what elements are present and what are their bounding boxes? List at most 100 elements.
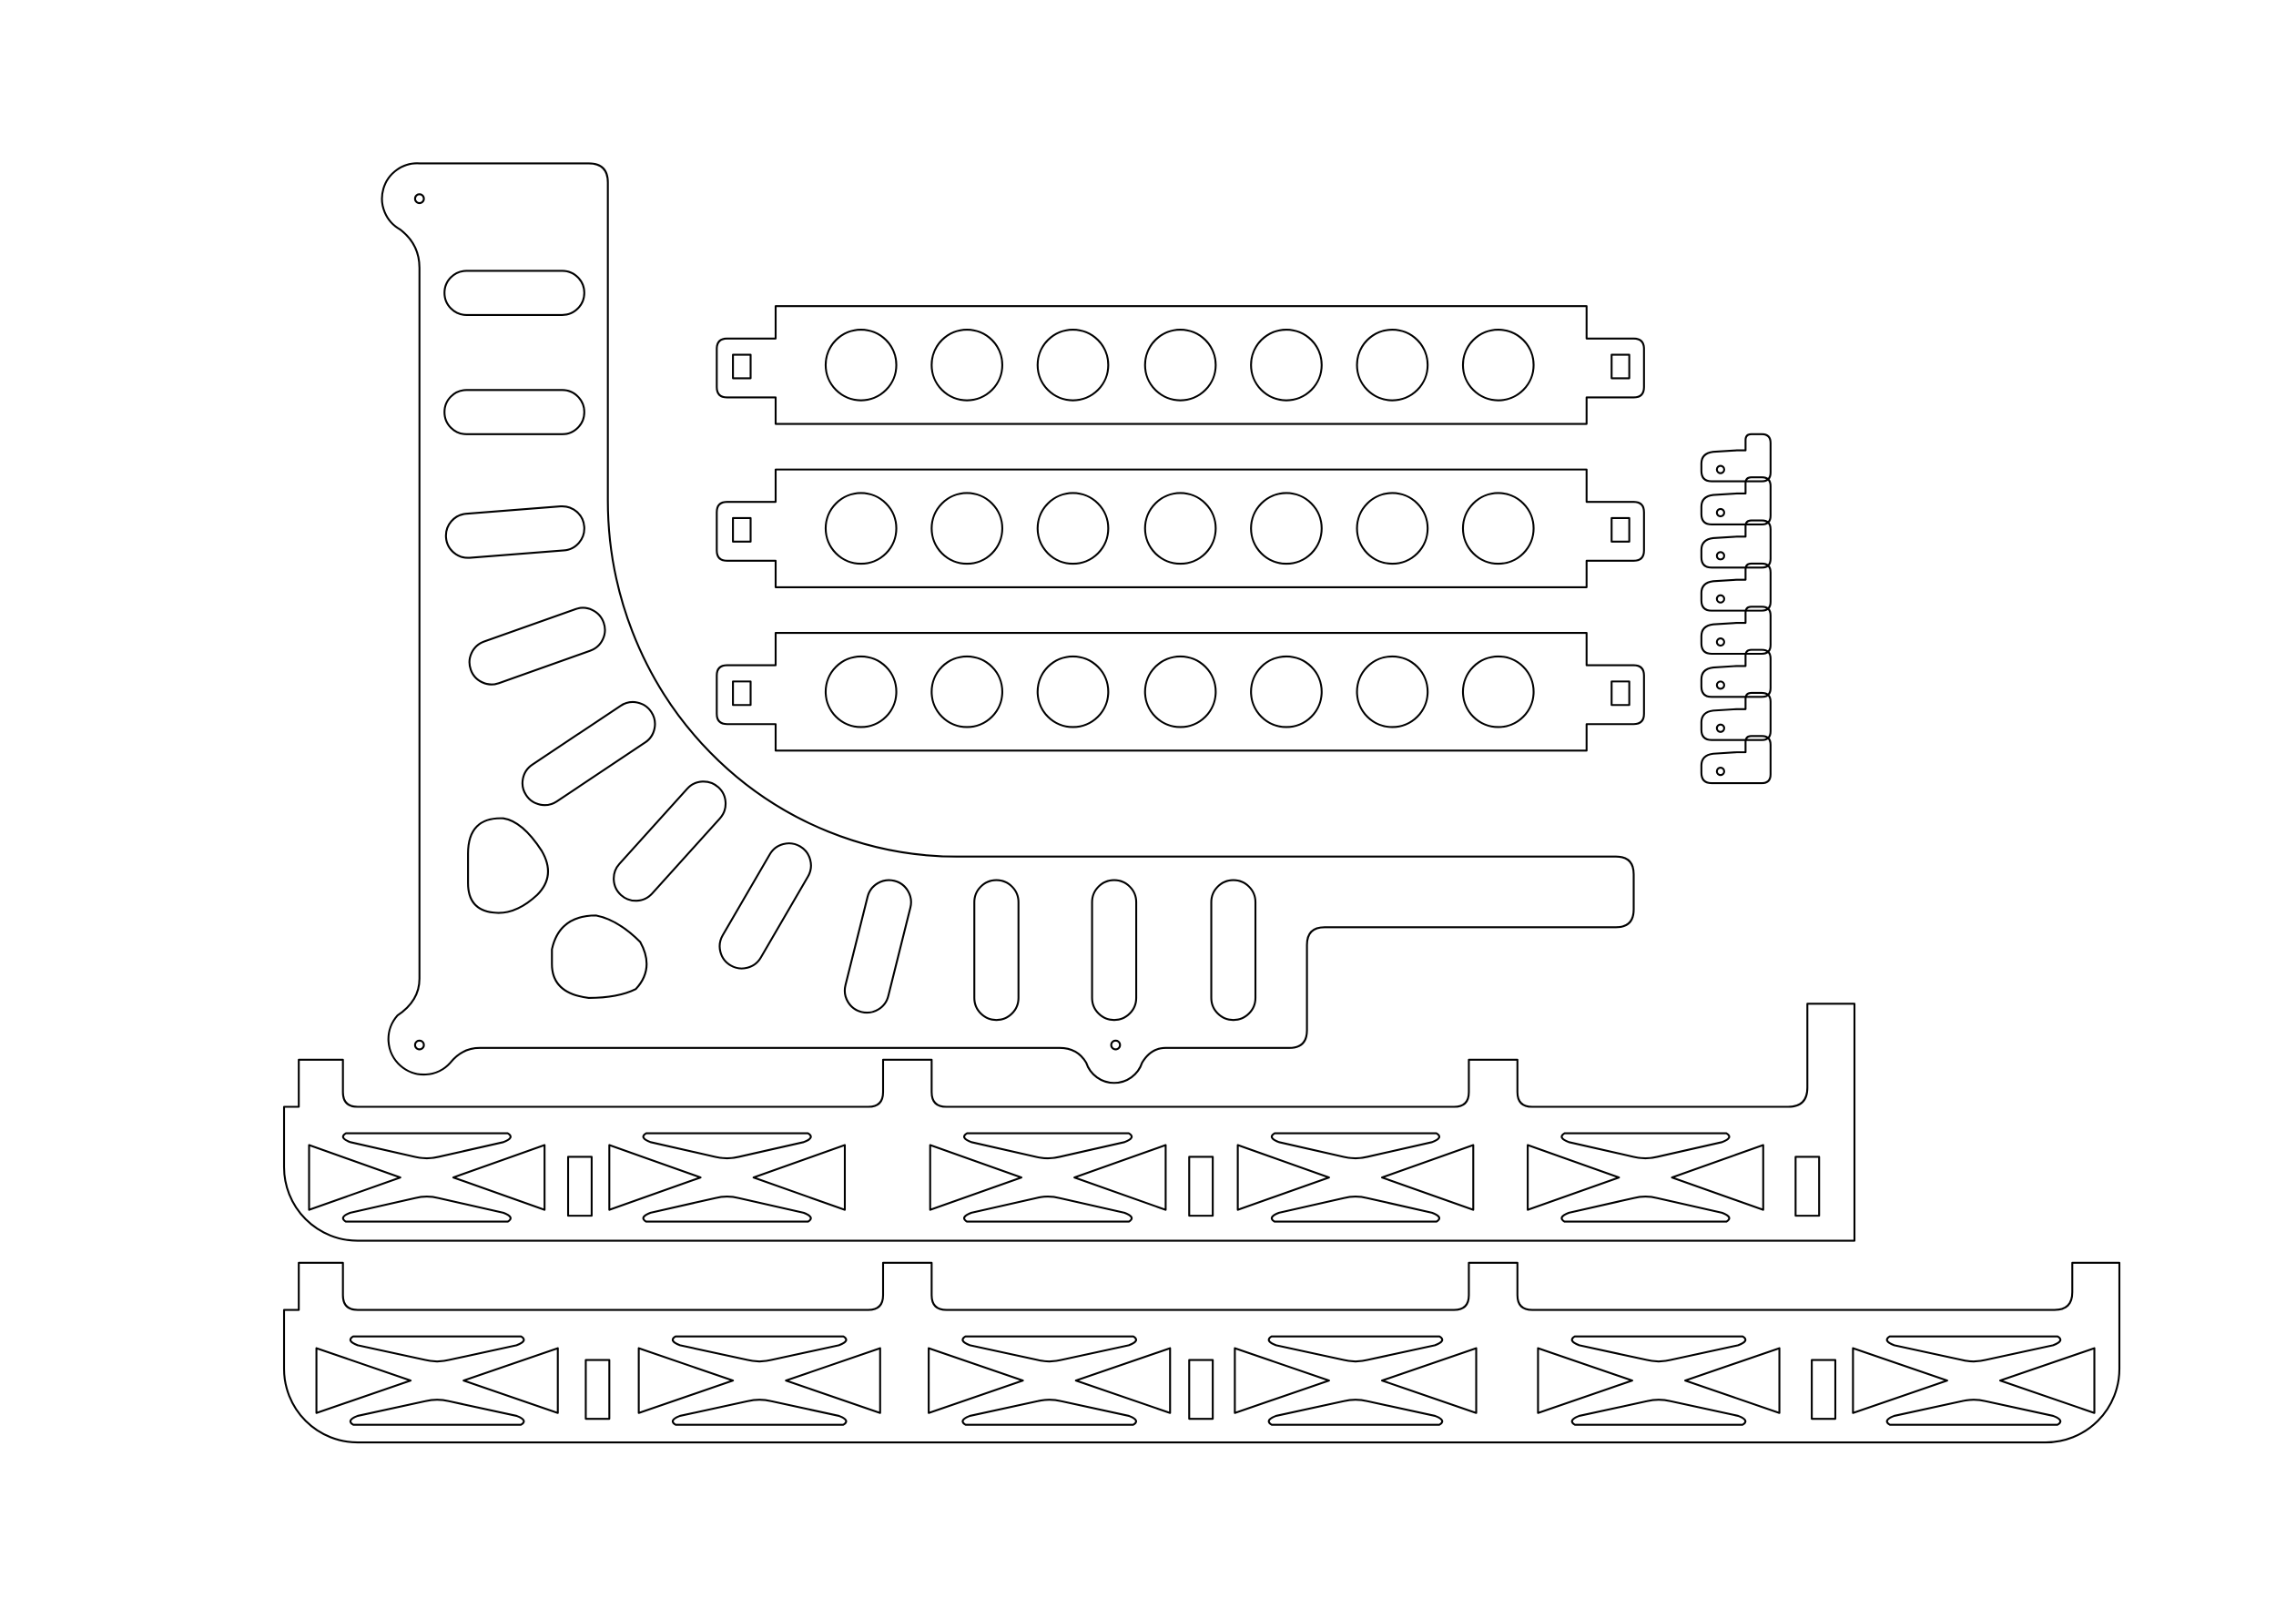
clip-hole xyxy=(1715,767,1725,777)
clip-hole xyxy=(1715,723,1725,733)
clip-part xyxy=(1700,648,1772,698)
round-hole xyxy=(930,329,1004,402)
clip-part xyxy=(1700,691,1772,741)
truss-x-cutout xyxy=(1527,1132,1764,1223)
round-hole xyxy=(1356,492,1429,565)
truss-left-triangle xyxy=(1537,1347,1633,1414)
round-hole xyxy=(1250,655,1323,728)
perforated-plate xyxy=(716,468,1645,588)
clip-part xyxy=(1700,562,1772,612)
truss-top-cutout xyxy=(671,1335,848,1363)
truss-left-triangle xyxy=(1234,1347,1330,1414)
plate-outline xyxy=(716,631,1645,752)
plate-outline xyxy=(716,305,1645,425)
truss-left-triangle xyxy=(1527,1144,1620,1211)
blob-cutout xyxy=(551,914,648,999)
clip-outline xyxy=(1700,648,1772,698)
truss-right-triangle xyxy=(1998,1347,2096,1414)
clip-hole xyxy=(1715,680,1725,690)
truss-right-triangle xyxy=(752,1144,847,1211)
slot-cutout xyxy=(443,389,585,435)
clip-part xyxy=(1700,519,1772,569)
truss-right-triangle xyxy=(1380,1347,1478,1414)
truss-left-triangle xyxy=(1236,1144,1330,1211)
square-slot xyxy=(1610,516,1631,543)
round-hole xyxy=(1143,329,1217,402)
slot-cutout xyxy=(1091,879,1138,1022)
rect-slot xyxy=(584,1359,611,1420)
round-hole xyxy=(1461,329,1535,402)
truss-x-cutout xyxy=(1236,1132,1475,1223)
square-slot xyxy=(732,516,752,543)
truss-right-triangle xyxy=(785,1347,881,1414)
truss-bottom-cutout xyxy=(642,1196,812,1223)
truss-right-triangle xyxy=(1074,1347,1172,1414)
small-clip-parts xyxy=(1700,433,1772,785)
round-hole xyxy=(1036,655,1110,728)
truss-left-triangle xyxy=(1852,1347,1948,1414)
truss-right-triangle xyxy=(1671,1144,1764,1211)
round-hole xyxy=(1461,492,1535,565)
round-hole xyxy=(1036,329,1110,402)
truss-bottom-cutout xyxy=(341,1196,512,1223)
truss-left-triangle xyxy=(929,1144,1023,1211)
round-hole xyxy=(1250,329,1323,402)
truss-x-cutout xyxy=(637,1335,881,1426)
truss-left-triangle xyxy=(637,1347,735,1414)
truss-top-cutout xyxy=(963,1132,1133,1160)
slot-cutout xyxy=(521,700,656,807)
clip-outline xyxy=(1700,606,1772,656)
clip-outline xyxy=(1700,519,1772,569)
truss-left-triangle xyxy=(608,1144,702,1211)
clip-hole xyxy=(1715,464,1725,474)
truss-x-cutout xyxy=(929,1132,1167,1223)
round-hole xyxy=(1143,492,1217,565)
l-bracket-part xyxy=(381,162,1635,1084)
truss-right-triangle xyxy=(1684,1347,1781,1414)
l-bracket-outline xyxy=(381,162,1635,1084)
truss-x-cutout xyxy=(308,1132,546,1223)
truss-top-cutout xyxy=(1560,1132,1731,1160)
square-slot xyxy=(1610,353,1631,380)
round-hole xyxy=(824,329,898,402)
truss-top-cutout xyxy=(961,1335,1137,1363)
truss-bottom-cutout xyxy=(1270,1196,1440,1223)
rect-slot xyxy=(1811,1359,1837,1420)
round-hole xyxy=(930,655,1004,728)
slot-cutout xyxy=(443,270,585,316)
clip-hole xyxy=(1715,507,1725,518)
slot-cutout xyxy=(1210,879,1257,1022)
truss-right-triangle xyxy=(462,1347,559,1414)
truss-x-cutout xyxy=(608,1132,847,1223)
clip-outline xyxy=(1700,691,1772,741)
mount-hole xyxy=(1110,1039,1122,1051)
round-hole xyxy=(930,492,1004,565)
round-hole xyxy=(824,655,898,728)
slot-cutout xyxy=(613,780,727,902)
square-slot xyxy=(732,680,752,707)
truss-right-triangle xyxy=(1380,1144,1475,1211)
plate-outline xyxy=(716,468,1645,588)
rect-slot xyxy=(566,1156,593,1217)
truss-left-triangle xyxy=(308,1144,401,1211)
truss-top-cutout xyxy=(1885,1335,2062,1363)
truss-left-triangle xyxy=(928,1347,1024,1414)
clip-outline xyxy=(1700,476,1772,525)
perforated-plates xyxy=(716,305,1645,752)
truss-x-cutout xyxy=(1234,1335,1478,1426)
clip-hole xyxy=(1715,594,1725,604)
clip-part xyxy=(1700,735,1772,785)
truss-bottom-cutout xyxy=(1560,1196,1731,1223)
round-hole xyxy=(1356,329,1429,402)
truss-x-cutout xyxy=(315,1335,559,1426)
round-hole xyxy=(1036,492,1110,565)
round-hole xyxy=(1143,655,1217,728)
clip-part xyxy=(1700,476,1772,525)
rect-slot xyxy=(1188,1359,1214,1420)
truss-bottom-cutout xyxy=(349,1399,525,1426)
round-hole xyxy=(1250,492,1323,565)
rect-slot xyxy=(1794,1156,1821,1217)
truss-x-cutout xyxy=(928,1335,1172,1426)
truss-bottom-cutout xyxy=(961,1399,1137,1426)
slot-cutout xyxy=(973,879,1020,1022)
